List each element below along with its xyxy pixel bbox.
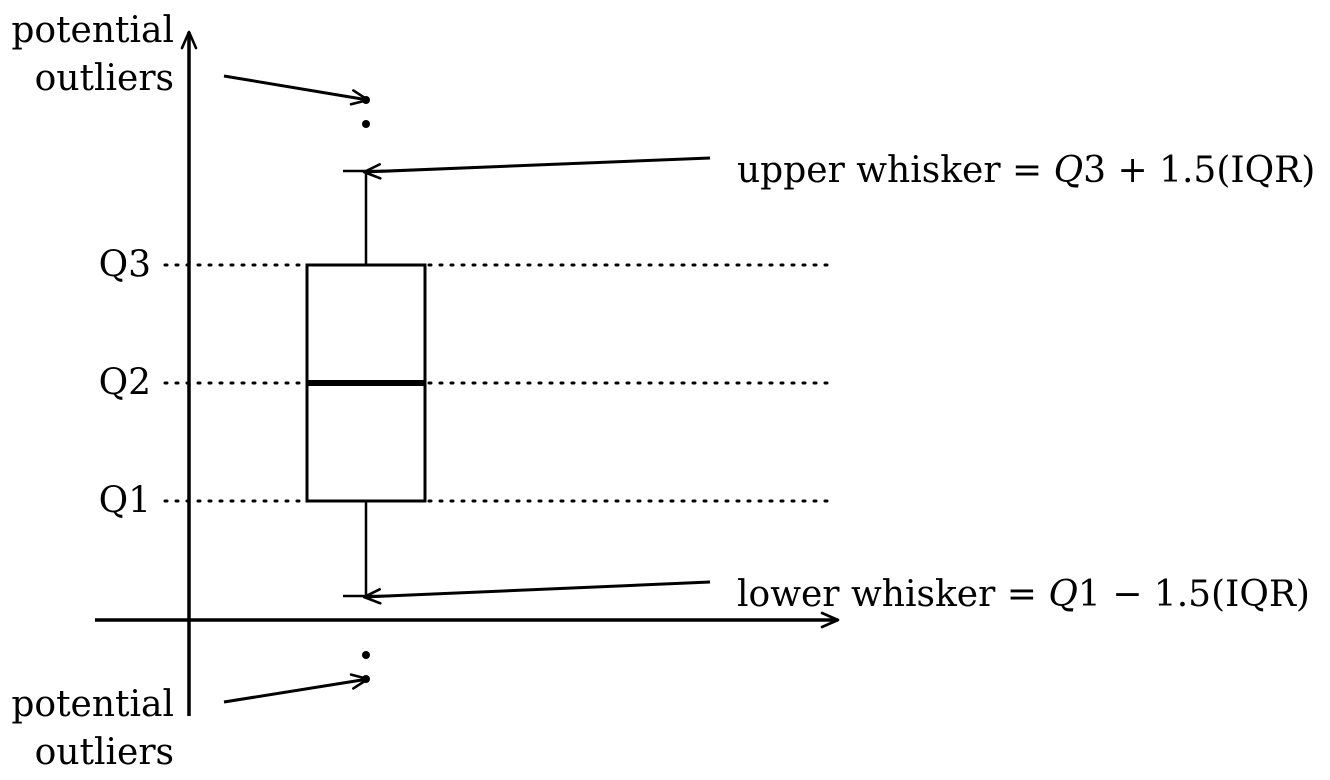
lower-whisker-label-rest: 1 − 1.5(IQR) <box>1078 574 1310 615</box>
top-outliers-label-line1: potential <box>11 10 174 51</box>
lower-whisker-label: lower whisker = Q1 − 1.5(IQR) <box>737 574 1310 615</box>
q3-label: Q3 <box>99 245 151 286</box>
q2-label: Q2 <box>99 363 151 404</box>
upper-whisker-label-prefix: upper whisker = <box>737 150 1054 191</box>
lower-whisker-label-var: Q <box>1048 574 1078 615</box>
lower-whisker-label-prefix: lower whisker = <box>737 574 1048 615</box>
arrow-lower-whisker <box>362 580 711 605</box>
bottom-outliers-label-line1: potential <box>11 684 174 725</box>
arrow-top-outliers <box>223 74 370 106</box>
bottom-outliers-label-line2: outliers <box>35 732 174 773</box>
quartile-guide-lines <box>163 263 837 503</box>
outlier-point-bottom-1 <box>362 651 370 659</box>
upper-whisker-label-var: Q <box>1054 150 1084 191</box>
top-outliers-label-line2: outliers <box>35 58 174 99</box>
arrow-bottom-outliers <box>223 673 370 704</box>
q1-label: Q1 <box>99 481 151 522</box>
outlier-point-top-2 <box>362 120 370 128</box>
arrow-upper-whisker <box>362 156 711 180</box>
upper-whisker-label: upper whisker = Q3 + 1.5(IQR) <box>737 150 1315 191</box>
upper-whisker-label-rest: 3 + 1.5(IQR) <box>1083 150 1315 191</box>
